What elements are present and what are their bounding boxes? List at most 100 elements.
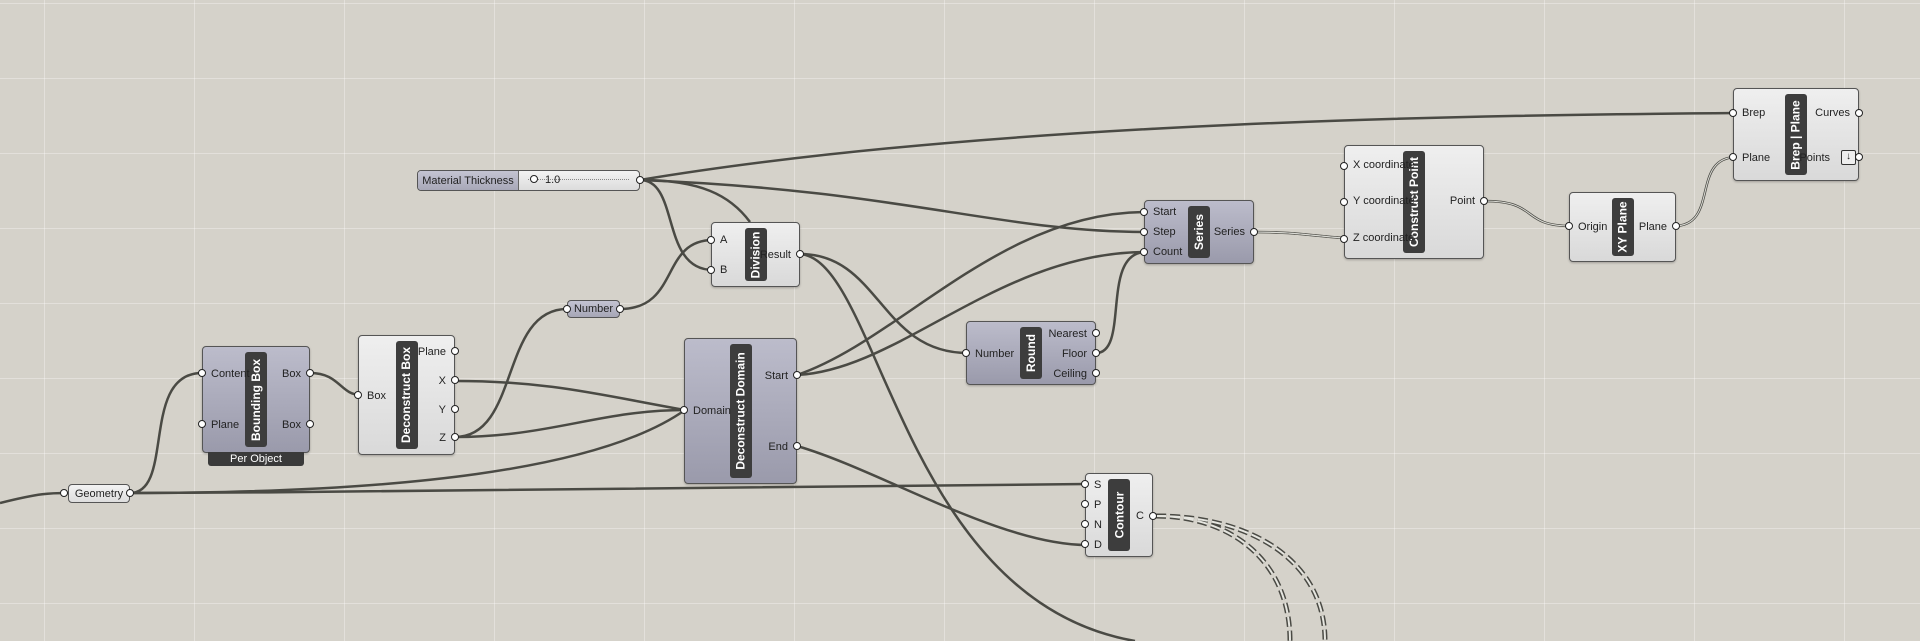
input-grip[interactable]	[1340, 235, 1348, 243]
division-component[interactable]: Division A B Result	[711, 222, 800, 287]
component-name: Deconstruct Box	[399, 346, 414, 444]
slider-knob[interactable]	[530, 175, 538, 183]
input-grip[interactable]	[1081, 520, 1089, 528]
xy-plane-component[interactable]: XY Plane Origin Plane	[1569, 192, 1676, 262]
input-label-origin: Origin	[1578, 221, 1608, 233]
output-label-box: Box	[282, 368, 301, 380]
wire-highlight	[1483, 200, 1572, 227]
output-label-plane: Plane	[1638, 221, 1667, 233]
bounding-box-component[interactable]: Bounding Box Content Plane Box Box	[202, 346, 310, 453]
input-label-brep: Brep	[1742, 107, 1766, 119]
input-grip[interactable]	[707, 266, 715, 274]
output-grip[interactable]	[1855, 109, 1863, 117]
input-label-y-coordinate: Y coordinate	[1353, 195, 1415, 207]
output-grip[interactable]	[796, 250, 804, 258]
input-grip[interactable]	[1140, 208, 1148, 216]
input-grip[interactable]	[198, 369, 206, 377]
wire	[796, 444, 1088, 547]
input-grip[interactable]	[1140, 248, 1148, 256]
input-grip[interactable]	[1081, 480, 1089, 488]
output-label-series: Series	[1213, 226, 1245, 238]
output-label-point: Point	[1449, 195, 1475, 207]
output-grip[interactable]	[1092, 329, 1100, 337]
wire	[1252, 230, 1347, 240]
output-label-c: C	[1136, 510, 1144, 522]
flatten-arrow-icon: ↓	[1841, 150, 1856, 165]
input-grip[interactable]	[1340, 198, 1348, 206]
component-name-plate: Brep | Plane	[1785, 94, 1807, 175]
output-grip[interactable]	[451, 376, 459, 384]
component-name-plate: XY Plane	[1611, 198, 1634, 256]
brep-plane-component[interactable]: Brep | Plane Brep Plane Curves Points ↓	[1733, 88, 1859, 181]
output-grip[interactable]	[306, 369, 314, 377]
output-grip[interactable]	[793, 371, 801, 379]
component-name: Series	[1192, 213, 1206, 251]
input-label-count: Count	[1153, 246, 1183, 258]
wire	[1095, 250, 1147, 355]
output-label-floor: Floor	[1061, 348, 1087, 360]
dashed-wire-inner	[1155, 515, 1291, 641]
component-name-plate: Deconstruct Box	[395, 341, 418, 449]
wire-highlight	[1673, 156, 1738, 227]
slider-label-box: Material Thickness	[418, 171, 519, 190]
output-grip[interactable]	[1250, 228, 1258, 236]
input-grip[interactable]	[680, 406, 688, 414]
construct-point-component[interactable]: Construct Point X coordinate Y coordinat…	[1344, 145, 1484, 259]
input-grip[interactable]	[1081, 500, 1089, 508]
output-grip[interactable]	[451, 347, 459, 355]
input-grip[interactable]	[962, 349, 970, 357]
dashed-wire	[1155, 513, 1293, 641]
slider-track[interactable]	[528, 179, 629, 180]
input-grip[interactable]	[707, 236, 715, 244]
contour-component[interactable]: Contour S P N D C	[1085, 473, 1153, 557]
input-grip[interactable]	[198, 420, 206, 428]
input-grip[interactable]	[1729, 153, 1737, 161]
input-grip[interactable]	[60, 489, 68, 497]
input-label-z-coordinate: Z coordinate	[1353, 232, 1415, 244]
output-grip[interactable]	[1092, 369, 1100, 377]
input-grip[interactable]	[563, 305, 571, 313]
deconstruct-domain-component[interactable]: Deconstruct Domain Domain Start End	[684, 338, 797, 484]
output-grip[interactable]	[636, 176, 644, 184]
number-param[interactable]: Number	[567, 300, 620, 318]
output-grip[interactable]	[1672, 222, 1680, 230]
geometry-param[interactable]: Geometry	[68, 484, 130, 503]
component-name-plate: Series	[1188, 206, 1210, 258]
input-grip[interactable]	[354, 391, 362, 399]
output-grip[interactable]	[1855, 153, 1863, 161]
component-name: XY Plane	[1615, 201, 1630, 253]
series-component[interactable]: Series Start Step Count Series	[1144, 200, 1254, 264]
wire	[309, 371, 362, 397]
output-grip[interactable]	[1092, 349, 1100, 357]
wire	[454, 408, 686, 439]
input-label-number: Number	[975, 348, 1015, 360]
output-grip[interactable]	[306, 420, 314, 428]
component-name-plate: Division	[744, 228, 767, 281]
output-grip[interactable]	[1480, 197, 1488, 205]
input-label-p: P	[1094, 499, 1102, 511]
output-label-y: Y	[438, 404, 446, 416]
input-grip[interactable]	[1340, 162, 1348, 170]
input-label-a: A	[720, 234, 728, 246]
input-grip[interactable]	[1565, 222, 1573, 230]
input-grip[interactable]	[1081, 540, 1089, 548]
output-grip[interactable]	[451, 405, 459, 413]
input-label-content: Content	[211, 368, 250, 380]
wire	[129, 482, 1088, 495]
output-label-result: Result	[759, 249, 791, 261]
input-grip[interactable]	[1140, 228, 1148, 236]
input-grip[interactable]	[1729, 109, 1737, 117]
output-grip[interactable]	[616, 305, 624, 313]
material-thickness-slider[interactable]: Material Thickness 1.0	[417, 170, 640, 191]
output-grip[interactable]	[451, 433, 459, 441]
number-param-label: Number	[573, 303, 614, 315]
component-name: Contour	[1112, 491, 1126, 539]
output-grip[interactable]	[1149, 512, 1157, 520]
component-name: Deconstruct Domain	[733, 352, 748, 470]
output-grip[interactable]	[793, 442, 801, 450]
input-label-step: Step	[1153, 226, 1176, 238]
output-label-ceiling: Ceiling	[1053, 368, 1087, 380]
output-grip[interactable]	[126, 489, 134, 497]
deconstruct-box-component[interactable]: Deconstruct Box Box Plane X Y Z	[358, 335, 455, 455]
round-component[interactable]: Round Number Nearest Floor Ceiling	[966, 321, 1096, 385]
